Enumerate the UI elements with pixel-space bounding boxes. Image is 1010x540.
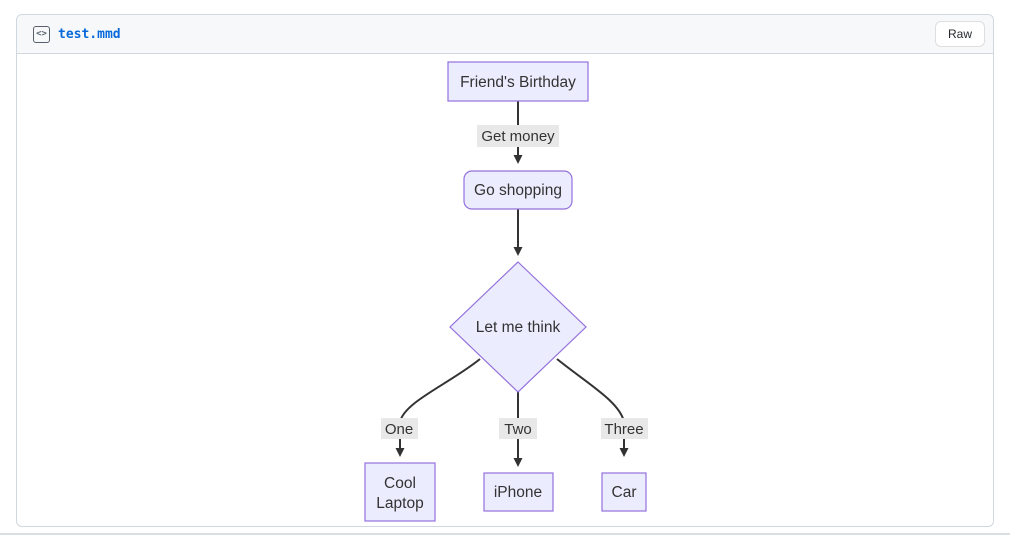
node-iphone: iPhone <box>483 472 554 512</box>
svg-text:Cool: Cool <box>384 475 416 492</box>
svg-text:Get money: Get money <box>481 128 555 145</box>
edge-C-F <box>556 358 629 457</box>
node-cool-laptop: Cool Laptop <box>364 462 436 522</box>
node-car: Car <box>601 472 647 512</box>
file-header: <> test.mmd Raw <box>17 15 993 54</box>
node-let-me-think: Let me think <box>449 261 587 393</box>
edge-C-D <box>395 358 481 457</box>
svg-text:Go shopping: Go shopping <box>474 182 562 199</box>
edge-label-one: One <box>381 418 418 439</box>
svg-text:Car: Car <box>612 484 637 501</box>
page-divider <box>0 533 1010 535</box>
file-header-left: <> test.mmd <box>33 25 121 43</box>
file-name-link[interactable]: test.mmd <box>58 26 121 42</box>
svg-text:Two: Two <box>504 421 532 438</box>
flowchart-svg: Get money One Two Three Friend's Birthda… <box>364 61 648 522</box>
edge-label-two: Two <box>499 418 537 439</box>
edge-label-three: Three <box>601 418 648 439</box>
raw-button[interactable]: Raw <box>934 21 985 47</box>
edge-label-get-money: Get money <box>477 125 559 147</box>
node-friends-birthday: Friend's Birthday <box>447 61 589 102</box>
code-file-icon: <> <box>33 25 50 43</box>
svg-text:iPhone: iPhone <box>494 484 542 501</box>
svg-text:Laptop: Laptop <box>376 495 423 512</box>
file-preview-card: <> test.mmd Raw Get money <box>16 14 994 527</box>
svg-text:One: One <box>385 421 413 438</box>
svg-text:Three: Three <box>604 421 643 438</box>
svg-text:Friend's Birthday: Friend's Birthday <box>460 74 576 91</box>
svg-text:Let me think: Let me think <box>476 319 561 336</box>
node-go-shopping: Go shopping <box>463 170 573 210</box>
mermaid-diagram-container: Get money One Two Three Friend's Birthda… <box>17 54 993 526</box>
